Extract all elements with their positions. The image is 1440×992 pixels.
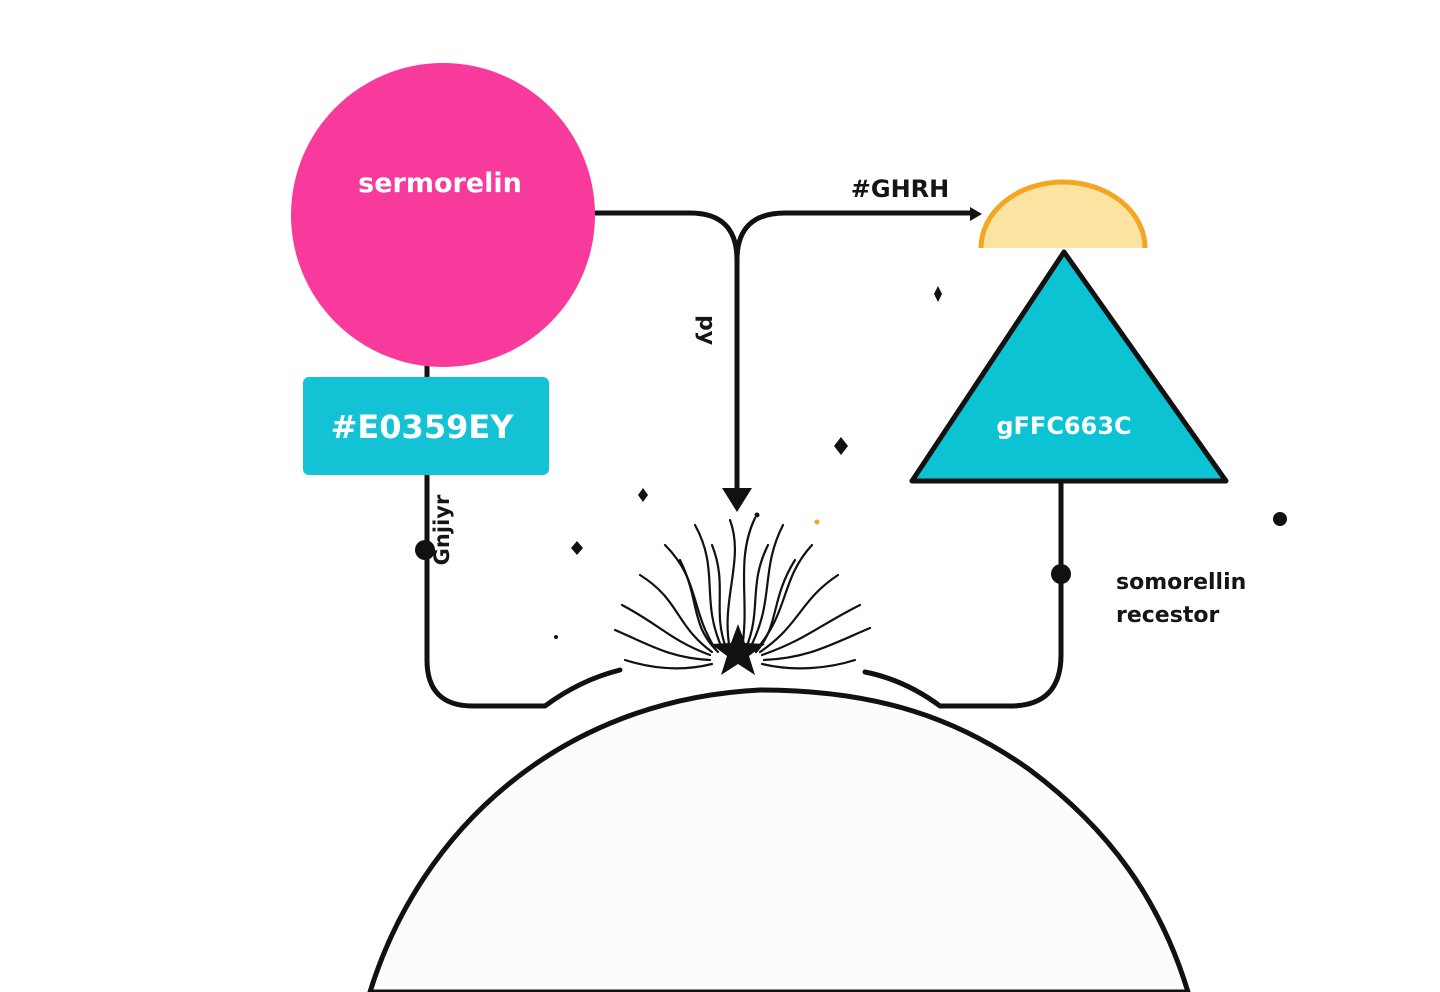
star-icon [711, 624, 765, 675]
hex-code-label: #E0359EY [331, 408, 515, 446]
dot-icon [1273, 512, 1287, 526]
receptor-triangle [909, 249, 1229, 484]
dot-icon [814, 519, 820, 525]
left-wire-node [415, 540, 435, 560]
right-wire-node [1051, 564, 1071, 584]
receptor-label-line2: recestor [1116, 603, 1219, 628]
right-wire [862, 477, 1064, 709]
triangle-label: gFFC663C [996, 412, 1131, 440]
top-arrow-label: #GHRH [851, 175, 949, 203]
receptor-label-line1: somorellin [1116, 570, 1246, 595]
dot-icon [554, 635, 558, 639]
sparkle-icon [571, 541, 583, 555]
receptor-dome-outline [978, 179, 1148, 249]
left-wire [424, 357, 623, 709]
receptor-dome [981, 182, 1145, 248]
top-connector [592, 210, 740, 263]
signal-burst [613, 516, 872, 670]
sparkle-icon [638, 488, 648, 502]
top-arrow-head [970, 207, 982, 221]
sermorelin-circle [291, 63, 595, 367]
sermorelin-label: sermorelin [358, 168, 522, 199]
sparkle-icon [934, 286, 942, 302]
center-arrow-label: py [694, 315, 719, 345]
hex-code-box [303, 377, 549, 475]
cell-body [367, 687, 1191, 992]
center-arrow-head [722, 488, 752, 512]
sparkle-icon [834, 437, 848, 455]
top-right-branch [734, 210, 975, 263]
dot-icon [754, 512, 760, 518]
left-wire-label: Gnjiyr [430, 494, 454, 565]
